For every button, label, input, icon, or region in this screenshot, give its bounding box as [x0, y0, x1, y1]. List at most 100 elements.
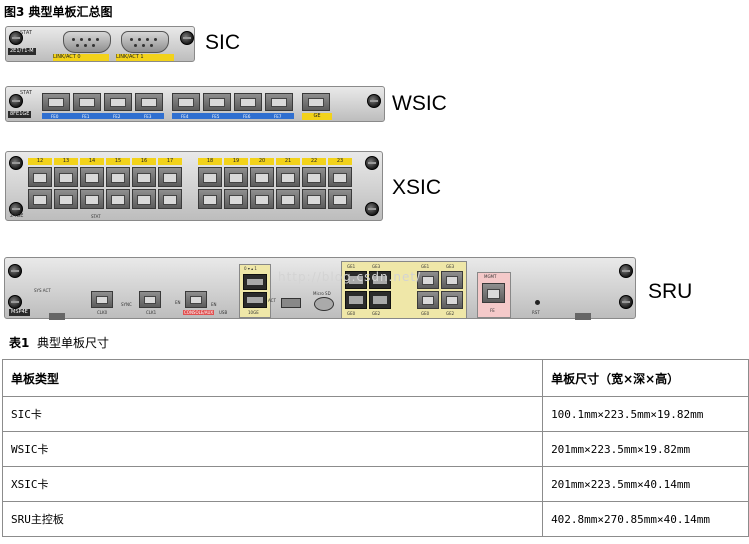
wsic-port-label: FE6 [243, 114, 251, 119]
screw-icon [9, 31, 23, 45]
cell-board-type: XSIC卡 [1, 466, 544, 502]
handle-latch-right [575, 313, 591, 320]
rj45-port-top [158, 167, 182, 187]
xsic-port-number: 15 [106, 158, 130, 165]
sru-10ge-ports-label: 0 ▾ ▴ 1 [244, 266, 257, 271]
xsic-port-number: 20 [250, 158, 274, 165]
sru-en-label-2: EN [211, 302, 217, 307]
rj45-port-fe0 [42, 93, 70, 111]
sru-ge-panel: GE1 GE3 GE1 GE3 GE0 GE2 GE0 GE2 [341, 261, 467, 319]
rj45-port-top [80, 167, 104, 187]
sic-port-label-1: LINK/ACT 1 [116, 54, 174, 61]
xsic-port-number: 23 [328, 158, 352, 165]
screw-icon [8, 295, 22, 309]
rj45-port-top [276, 167, 300, 187]
figure-title: 图3 典型单板汇总图 [4, 5, 113, 19]
wsic-port-label: FE3 [144, 114, 152, 119]
rj45-port-bottom [276, 189, 300, 209]
sru-sync-label: SYNC [121, 302, 132, 307]
sfp-port-10ge-0 [243, 274, 267, 290]
rj45-port-clk0 [91, 291, 113, 308]
rj45-port-bottom [106, 189, 130, 209]
table-header-row: 单板类型 单板尺寸（宽×深×高） [1, 359, 749, 397]
sru-ge1-label: GE1 [347, 264, 356, 269]
wsic-board-image: STAT 8FE1GE FE0 FE1 FE2 FE3 FE4 FE5 FE6 … [5, 86, 385, 122]
xsic-label: XSIC [392, 176, 442, 199]
wsic-port-label: FE5 [212, 114, 220, 119]
db9-port-0 [63, 31, 111, 53]
sru-console-label: CONSOLE/AUX [183, 310, 215, 315]
rj45-port-bottom [250, 189, 274, 209]
rj45-port-mgmt [482, 283, 505, 303]
table-row: WSIC卡 201mm×223.5mm×19.82mm [1, 431, 749, 467]
rj45-port-ge [302, 93, 330, 111]
handle-latch-left [49, 313, 65, 320]
sru-fe-label: FE [490, 308, 495, 313]
sru-microsd-label: Micro SD [313, 291, 331, 296]
rj45-port-fe4 [172, 93, 200, 111]
screw-icon [8, 264, 22, 278]
table-caption: 典型单板尺寸 [37, 336, 110, 350]
table-title: 表1 典型单板尺寸 [9, 334, 109, 351]
wsic-stat-label: STAT [20, 90, 32, 96]
sru-ge0-label-2: GE0 [421, 311, 430, 316]
screw-icon [619, 264, 633, 278]
sic-stat-label: STAT [20, 30, 32, 36]
rj45-port-bottom [198, 189, 222, 209]
rj45-port-top [250, 167, 274, 187]
rj45-port-top [198, 167, 222, 187]
rj45-port-fe2 [104, 93, 132, 111]
xsic-stat-label: STAT [91, 214, 101, 219]
table-row: XSIC卡 201mm×223.5mm×40.14mm [1, 466, 749, 502]
rj45-port-bottom [132, 189, 156, 209]
rj45-port-fe3 [135, 93, 163, 111]
sru-en-label: EN [175, 300, 181, 305]
sru-ge2-label-2: GE2 [446, 311, 455, 316]
screw-icon [365, 202, 379, 216]
sic-board-image: STAT 2E1/T1-M LINK/ACT 0 LINK/ACT 1 [5, 26, 195, 62]
sru-mgmt-label: MGMT [484, 274, 497, 279]
rj45-port-ge1 [417, 271, 439, 289]
xsic-port-number: 21 [276, 158, 300, 165]
sic-board-tag: 2E1/T1-M [8, 48, 36, 55]
wsic-port-label: FE0 [51, 114, 59, 119]
rj45-port-bottom [302, 189, 326, 209]
sru-act-label: ACT [268, 298, 276, 303]
sru-10ge-panel: 0 ▾ ▴ 1 10GE [239, 264, 271, 318]
rj45-port-bottom [28, 189, 52, 209]
sfp-port-ge0 [345, 291, 367, 309]
screw-icon [180, 31, 194, 45]
sru-ge2-label: GE2 [372, 311, 381, 316]
rj45-port-bottom [224, 189, 248, 209]
sfp-port-ge1 [345, 271, 367, 289]
rj45-port-bottom [158, 189, 182, 209]
xsic-board-image: 24GE STAT 012345678910111213141516171819… [5, 151, 383, 221]
rj45-port-fe5 [203, 93, 231, 111]
sic-port-label-0: LINK/ACT 0 [53, 54, 109, 61]
table-row: SIC卡 100.1mm×223.5mm×19.82mm [1, 396, 749, 432]
screw-icon [619, 295, 633, 309]
header-board-size: 单板尺寸（宽×深×高） [542, 359, 749, 397]
board-size-table: 单板类型 单板尺寸（宽×深×高） SIC卡 100.1mm×223.5mm×19… [1, 359, 749, 537]
cell-board-type: SIC卡 [1, 396, 544, 432]
sru-label: SRU [648, 280, 693, 303]
sru-10ge-label: 10GE [248, 310, 259, 315]
sru-ge3-label: GE3 [372, 264, 381, 269]
rj45-port-console [185, 291, 207, 308]
rj45-port-top [132, 167, 156, 187]
watermark-text: http://blog.csdn.net/ [278, 270, 422, 284]
screw-icon [9, 156, 23, 170]
wsic-board-tag: 8FE1GE [8, 111, 32, 118]
sru-ge0-label: GE0 [347, 311, 356, 316]
rj45-port-ge2 [441, 291, 463, 309]
screw-icon [9, 202, 23, 216]
sru-ge3-label-2: GE3 [446, 264, 455, 269]
xsic-port-number: 16 [132, 158, 156, 165]
xsic-port-number: 19 [224, 158, 248, 165]
sfp-port-ge2 [369, 291, 391, 309]
sru-clk0-label: CLK0 [97, 310, 108, 315]
wsic-port-strip [172, 113, 294, 119]
cell-board-size: 201mm×223.5mm×19.82mm [542, 431, 749, 467]
rj45-port-fe1 [73, 93, 101, 111]
rj45-port-clk1 [139, 291, 161, 308]
